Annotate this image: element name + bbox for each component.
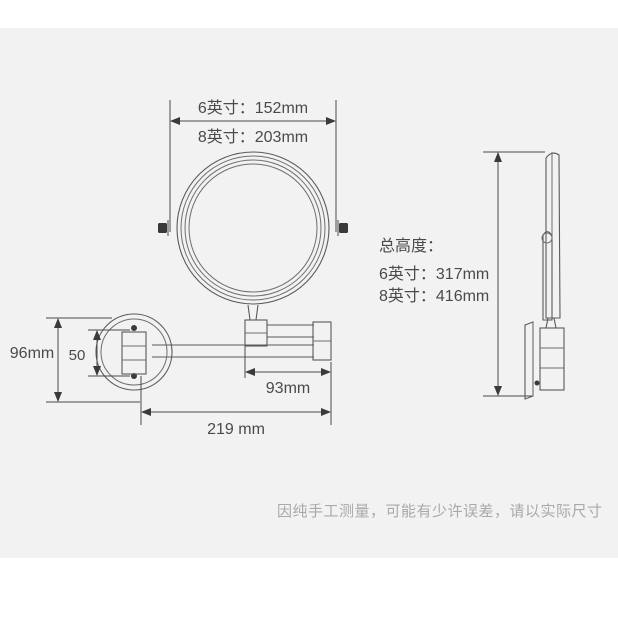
total-extension-label: 219 mm: [207, 421, 265, 438]
mirror-pivot-left: [158, 220, 169, 236]
arm-swivel-block: [244, 319, 268, 347]
diagram-background: [0, 28, 618, 558]
arm-bars: [152, 324, 314, 358]
front-view-width-dimension: [169, 100, 337, 232]
arm-reach-label: 93mm: [266, 380, 310, 397]
total-height-8inch: 8英寸：416mm: [379, 287, 489, 305]
wall-bracket-hinge: [121, 331, 147, 375]
side-view-arm-stack: [539, 327, 565, 391]
mirror-diameter-label-8inch: 8英寸：203mm: [198, 128, 308, 146]
arm-end-block: [312, 321, 332, 361]
side-view-mirror-body: [545, 152, 561, 319]
total-height-title: 总高度：: [379, 237, 443, 255]
bracket-height-label: 96mm: [10, 345, 54, 362]
bracket-height-dimension: [46, 317, 140, 403]
side-view-height-dimension: [483, 151, 545, 397]
mirror-neck: [247, 304, 259, 321]
mirror-pivot-right: [337, 220, 348, 236]
total-height-6inch: 6英寸：317mm: [379, 265, 489, 283]
side-view-wall-plate: [524, 321, 540, 400]
wall-mount-plate: [95, 313, 173, 391]
wall-mount-screw-holes: [131, 325, 137, 379]
hinge-spacing-dimension: [88, 329, 130, 377]
mirror-head-front: [176, 151, 330, 305]
mirror-diameter-label-6inch: 6英寸：152mm: [198, 99, 308, 117]
side-view-pivot-arm: [541, 231, 553, 321]
total-extension-dimension: [140, 376, 332, 425]
hinge-spacing-label: 50: [69, 347, 86, 364]
measurement-disclaimer: 因纯手工测量，可能有少许误差，请以实际尺寸: [277, 503, 603, 520]
arm-reach-dimension: [244, 346, 332, 400]
